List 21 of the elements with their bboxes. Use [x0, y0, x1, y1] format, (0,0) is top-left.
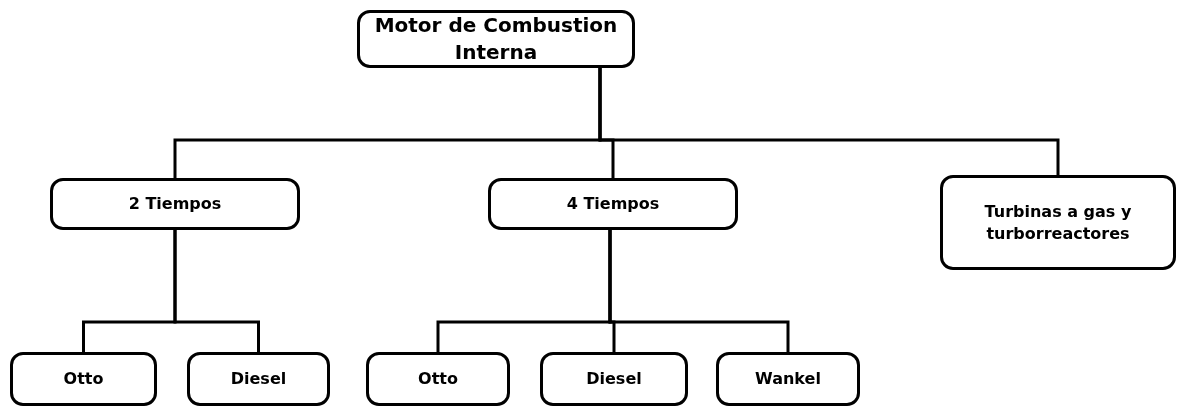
connector-line [608, 230, 790, 352]
category-box [187, 352, 330, 406]
node-label: 4 Tiempos [566, 193, 660, 215]
node-label: Diesel [586, 368, 642, 390]
category-box [366, 352, 510, 406]
node-label: 2 Tiempos [128, 193, 222, 215]
category-box [50, 178, 300, 230]
category-box [10, 352, 157, 406]
node-label: Otto [418, 368, 458, 390]
node-label: Wankel [755, 368, 821, 390]
node-label: Turbinas a gas y turborreactores [983, 200, 1133, 245]
category-box [357, 10, 635, 68]
category-box [716, 352, 860, 406]
category-box [488, 178, 738, 230]
category-box [540, 352, 688, 406]
node-label: Motor de Combustion Interna [373, 12, 619, 66]
node-label: Diesel [230, 368, 287, 390]
node-label: Otto [63, 368, 104, 390]
category-box [940, 175, 1176, 270]
connector-line [598, 68, 1060, 175]
connector-line [173, 230, 260, 352]
